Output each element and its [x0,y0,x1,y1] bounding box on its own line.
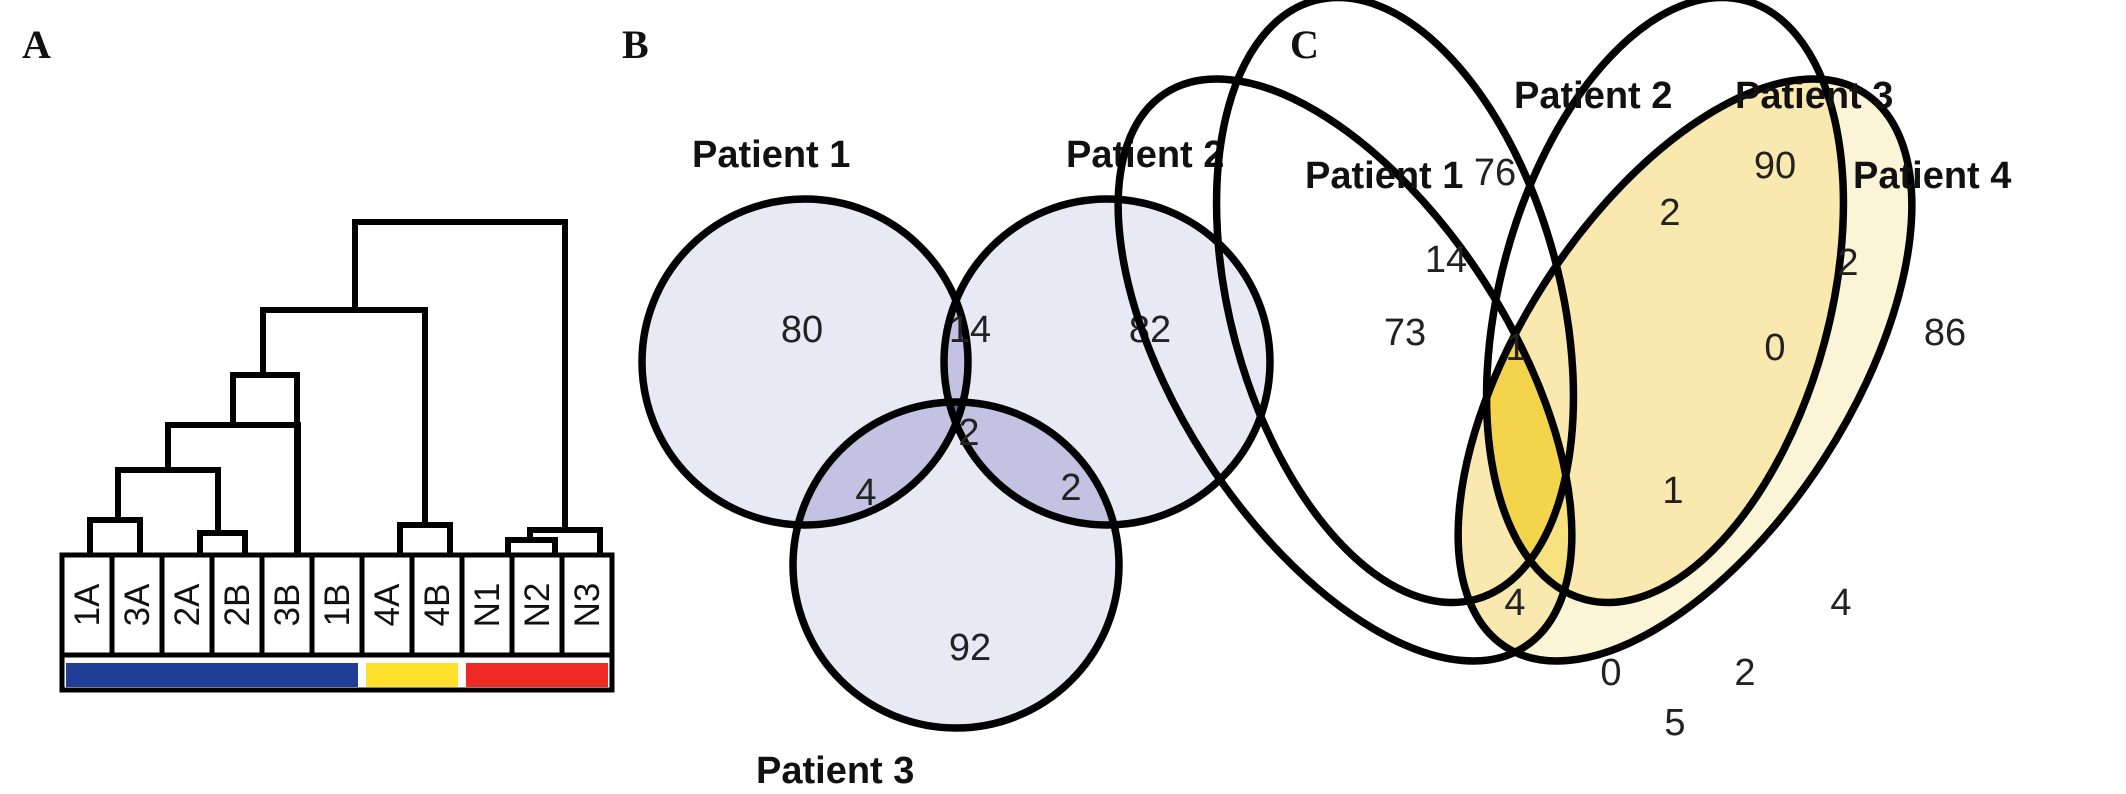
venn4-outline-patient2 [1212,0,1578,607]
venn3-count-p1-p3: 4 [855,472,876,514]
leaf-cell [509,552,565,658]
dendrogram-branch [260,307,428,525]
leaf-row-outline [59,552,615,693]
venn4-count-p1-p2-p3: 1 [1505,327,1526,369]
group-color-bar [366,663,458,687]
dendrogram-branch [115,467,221,533]
venn4-outline-patient3 [1482,0,1848,607]
leaf-label: 2A [168,583,207,626]
dendrogram-branch [397,522,453,555]
leaf-label: N2 [518,583,557,628]
leaf-label: 4A [368,583,407,626]
venn3-count-p2-p3: 2 [1060,467,1081,509]
dendrogram-branch [197,530,248,555]
leaf-label: 1A [68,583,107,626]
venn4-count-p3-p4: 2 [1837,242,1858,284]
group-color-bar [66,663,358,687]
venn4-title-patient4: Patient 4 [1853,155,2011,197]
venn4-title-patient2: Patient 2 [1514,75,1672,117]
venn3-outline-patient3 [789,398,1123,732]
panel-label-a: A [22,22,51,67]
venn4-count-only-patient1: 73 [1384,312,1426,354]
dendrogram-tree [87,219,603,555]
venn4-title-patient1: Patient 1 [1305,155,1463,197]
leaf-label: 3A [118,583,157,626]
dendrogram-branch [230,372,300,555]
venn3-title-patient2: Patient 2 [1066,134,1224,176]
venn3-outline-patient1 [638,195,972,529]
venn4-count-p1-p3: 4 [1504,582,1525,624]
venn-3-panel: Patient 1 Patient 2 Patient 3 80 82 92 1… [638,134,1274,792]
leaf-label: 2B [218,584,257,627]
venn4-count-p2-p3-p4: 0 [1764,327,1785,369]
venn4-title-patient3: Patient 3 [1735,75,1893,117]
leaf-label: 3B [268,584,307,627]
dendrogram-group-bar [66,663,608,687]
panel-label-b: B [622,22,649,67]
venn4-outline-patient4 [1454,75,1916,665]
venn4-count-all: 1 [1662,470,1683,512]
leaf-label: N3 [568,583,607,628]
venn4-outline-patient1 [1114,75,1576,665]
panel-label-c: C [1290,22,1319,67]
venn4-count-p1-p4: 5 [1664,702,1685,744]
venn4-count-p2-p3: 2 [1659,192,1680,234]
venn4-count-only-patient3: 90 [1754,145,1796,187]
leaf-label: 1B [318,584,357,627]
group-color-bar [466,663,608,687]
venn3-count-p1-p2: 14 [949,309,991,351]
leaf-label: 4B [418,584,457,627]
leaf-label: N1 [468,583,507,628]
dendrogram-branch [87,517,143,555]
venn4-count-only-patient4: 86 [1924,312,1966,354]
leaf-cell [59,552,115,658]
venn3-title-patient3: Patient 3 [756,750,914,792]
venn3-overlap-2-3 [944,402,1119,525]
venn4-count-only-patient2: 76 [1474,152,1516,194]
venn3-title-patient1: Patient 1 [692,134,850,176]
venn4-count-p1-p3-p4: 2 [1734,652,1755,694]
leaf-cell [159,552,215,658]
venn3-overlap-1-3 [793,402,968,525]
venn3-count-only-patient1: 80 [781,309,823,351]
venn3-count-all: 2 [958,412,979,454]
venn4-count-p2-p4: 4 [1830,582,1851,624]
dendrogram-root [352,219,568,530]
venn4-count-p1-p2-p4: 0 [1600,652,1621,694]
venn4-count-p1-p2: 14 [1425,239,1467,281]
venn3-outline-patient2 [940,195,1274,529]
venn3-count-only-patient3: 92 [949,627,991,669]
